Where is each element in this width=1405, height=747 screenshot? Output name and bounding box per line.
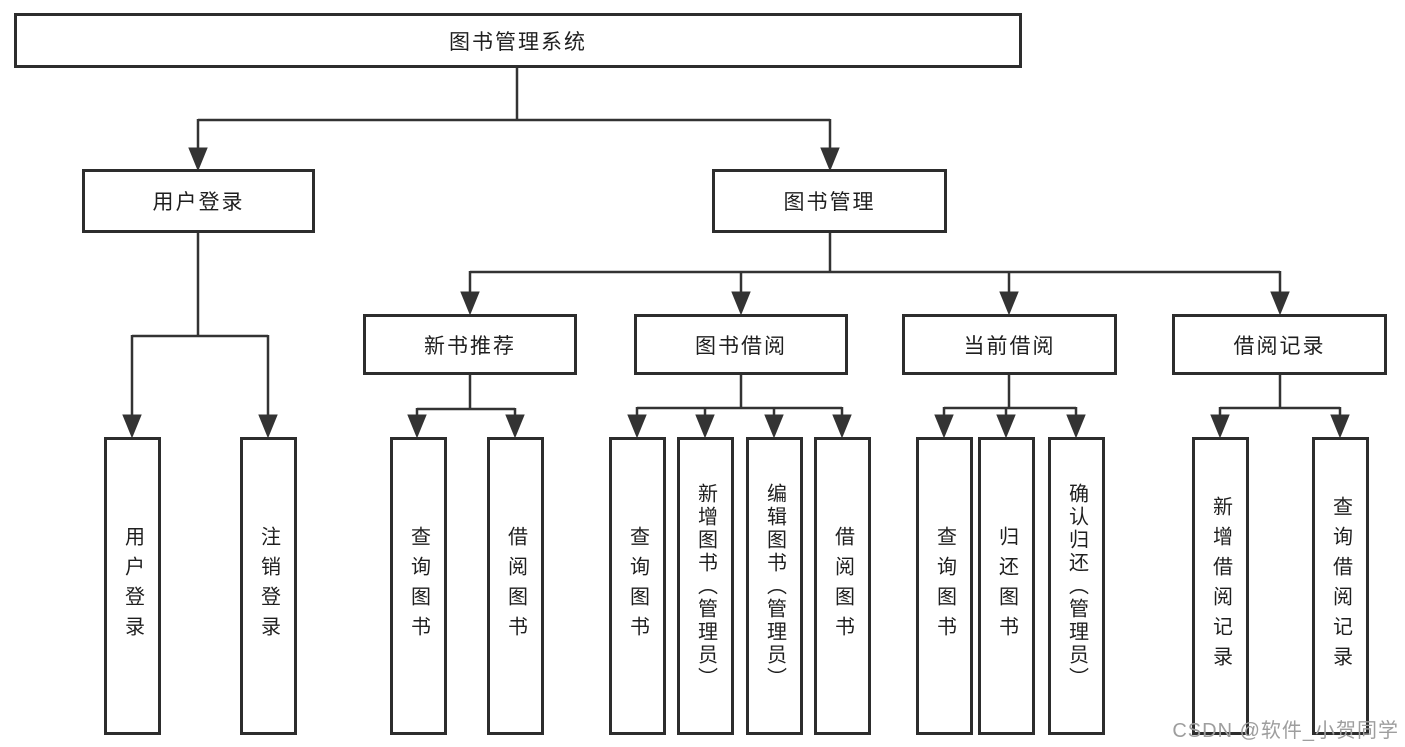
leaf-return-books: 归还图书 xyxy=(978,437,1035,735)
arrowhead xyxy=(122,414,142,439)
leaf-confirm-return-admin: 确认归还（管理员） xyxy=(1048,437,1105,735)
arrowhead xyxy=(764,414,784,439)
leaf-query-books-current: 查询图书 xyxy=(916,437,973,735)
node-label: 借阅记录 xyxy=(1233,334,1326,358)
leaf-query-books-borrow: 查询图书 xyxy=(609,437,666,735)
node-label: 新书推荐 xyxy=(424,334,516,358)
arrowhead xyxy=(996,414,1016,439)
node-label: 用户登录 xyxy=(152,191,245,214)
edges-root-to-level2 xyxy=(188,68,840,172)
leaf-borrow-books-recommend: 借阅图书 xyxy=(487,437,544,735)
node-label: 新增借阅记录 xyxy=(1209,496,1232,676)
watermark: CSDN @软件_小贺同学 xyxy=(1172,720,1399,742)
arrowhead xyxy=(505,414,525,439)
node-label: 查询图书 xyxy=(933,526,956,646)
leaf-borrow-books-borrow: 借阅图书 xyxy=(814,437,871,735)
node-label: 图书管理 xyxy=(783,191,876,214)
node-label: 当前借阅 xyxy=(963,334,1056,358)
leaf-edit-book-admin: 编辑图书（管理员） xyxy=(746,437,803,735)
node-label: 用户登录 xyxy=(121,526,144,646)
leaf-add-book-admin: 新增图书（管理员） xyxy=(677,437,734,735)
node-user-login-branch: 用户登录 xyxy=(82,169,315,233)
leaf-query-books-recommend: 查询图书 xyxy=(390,437,447,735)
arrowhead xyxy=(1210,414,1230,439)
node-label: 借阅图书 xyxy=(831,526,854,646)
node-label: 图书借阅 xyxy=(695,334,787,358)
node-label: 查询图书 xyxy=(626,526,649,646)
arrowhead xyxy=(1330,414,1350,439)
node-book-management: 图书管理 xyxy=(712,169,947,233)
arrowhead xyxy=(627,414,647,439)
node-new-book-recommend: 新书推荐 xyxy=(363,314,577,375)
node-current-borrow: 当前借阅 xyxy=(902,314,1117,375)
arrowhead xyxy=(188,147,208,172)
arrowhead xyxy=(258,414,278,439)
node-label: 归还图书 xyxy=(995,526,1018,646)
arrowhead xyxy=(934,414,954,439)
node-label: 新增图书（管理员） xyxy=(694,482,717,690)
arrowhead xyxy=(1270,291,1290,316)
leaf-add-borrow-record: 新增借阅记录 xyxy=(1192,437,1249,735)
edges-new-book-recommend-to-leaves xyxy=(407,375,525,439)
leaf-user-login: 用户登录 xyxy=(104,437,161,735)
edges-book-borrow-to-leaves xyxy=(627,375,852,439)
node-label: 编辑图书（管理员） xyxy=(763,482,786,690)
edges-current-borrow-to-leaves xyxy=(934,375,1086,439)
arrowhead xyxy=(460,291,480,316)
node-label: 借阅图书 xyxy=(504,526,527,646)
node-label: 图书管理系统 xyxy=(449,30,587,54)
arrowhead xyxy=(1066,414,1086,439)
arrowhead xyxy=(832,414,852,439)
arrowhead xyxy=(731,291,751,316)
node-label: 注销登录 xyxy=(257,526,280,646)
arrowhead xyxy=(820,147,840,172)
arrowhead xyxy=(999,291,1019,316)
leaf-query-borrow-record: 查询借阅记录 xyxy=(1312,437,1369,735)
edges-book-management-to-level3 xyxy=(460,233,1290,316)
node-borrow-records: 借阅记录 xyxy=(1172,314,1387,375)
edges-borrow-records-to-leaves xyxy=(1210,375,1350,439)
node-label: 查询图书 xyxy=(407,526,430,646)
arrowhead xyxy=(407,414,427,439)
edges-user-login-to-leaves xyxy=(122,233,278,439)
node-book-borrow: 图书借阅 xyxy=(634,314,848,375)
node-label: 查询借阅记录 xyxy=(1329,496,1352,676)
leaf-logout: 注销登录 xyxy=(240,437,297,735)
arrowhead xyxy=(695,414,715,439)
node-label: 确认归还（管理员） xyxy=(1065,482,1088,690)
node-root: 图书管理系统 xyxy=(14,13,1022,68)
